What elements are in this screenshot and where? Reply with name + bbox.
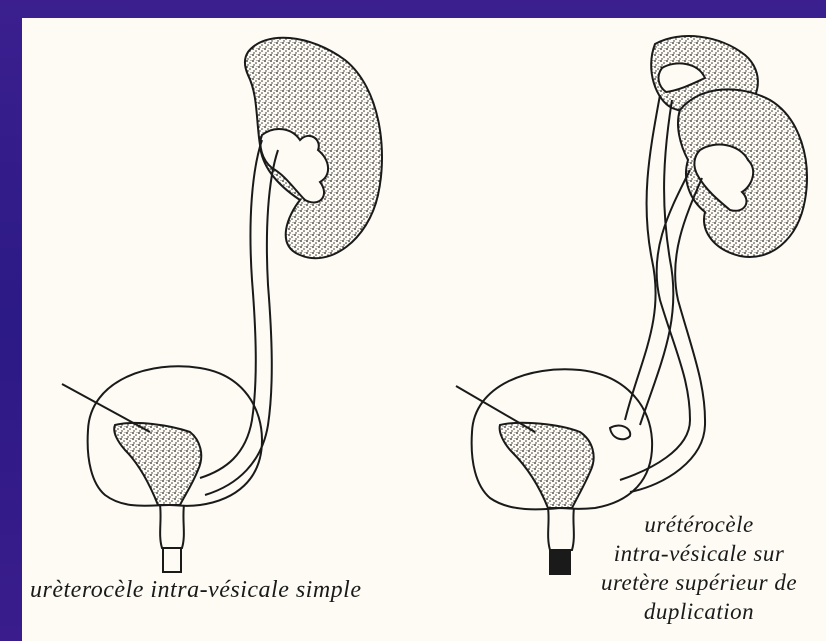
left-ureter-outer (200, 140, 262, 478)
caption-simple-ureterocele: urèterocèle intra-vésicale simple (30, 577, 362, 604)
caption-right-line-2: intra-vésicale sur (572, 539, 826, 568)
left-diagram (62, 38, 382, 572)
caption-right-line-3: uretère supérieur de (572, 568, 826, 597)
caption-right-line-1: urétérocèle (572, 510, 826, 539)
right-urethra-tip (550, 550, 570, 574)
caption-right-line-4: duplication (572, 597, 826, 626)
caption-duplication-ureterocele: urétérocèle intra-vésicale sur uretère s… (572, 510, 826, 626)
right-diagram (456, 36, 807, 574)
right-wire (456, 386, 535, 432)
left-ureter-inner (205, 150, 278, 495)
left-ureterocele (114, 423, 201, 505)
left-urethra (160, 505, 184, 548)
left-urethra-tip (163, 548, 181, 572)
right-ureter-a-outer (625, 95, 660, 420)
right-ureteral-orifice (610, 426, 630, 440)
right-ureter-b-inner (630, 178, 705, 492)
right-urethra (548, 508, 574, 550)
right-ureterocele (500, 423, 594, 508)
